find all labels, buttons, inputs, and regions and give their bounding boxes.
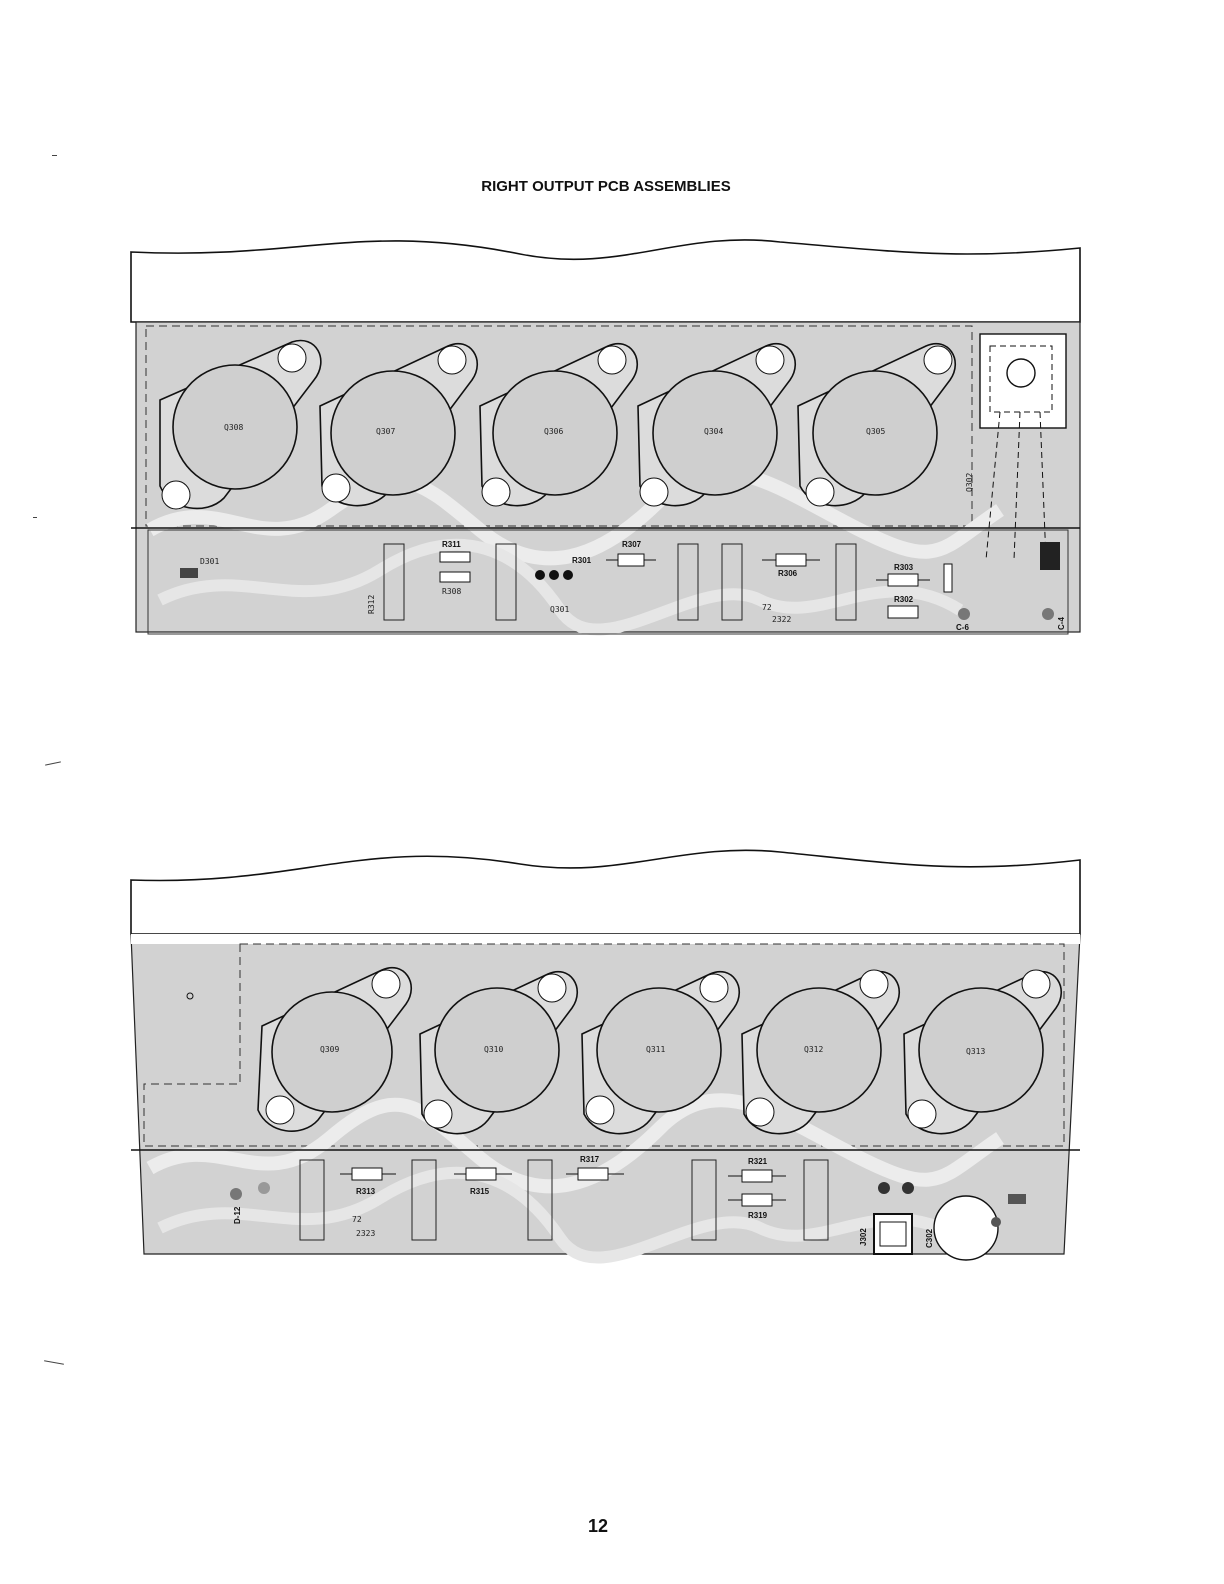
test-point bbox=[991, 1217, 1001, 1227]
transistor-label: Q307 bbox=[376, 427, 395, 436]
part-label: C-4 bbox=[1057, 617, 1066, 630]
part-label: C302 bbox=[925, 1228, 934, 1248]
transistor-label: Q310 bbox=[484, 1045, 503, 1054]
resistor bbox=[944, 564, 952, 592]
connector-j302 bbox=[874, 1214, 912, 1254]
heatsink bbox=[131, 850, 1080, 934]
transistor-label: Q309 bbox=[320, 1045, 339, 1054]
test-point bbox=[958, 608, 970, 620]
margin-mark bbox=[44, 1360, 64, 1364]
part-label: R315 bbox=[470, 1187, 490, 1196]
resistor bbox=[440, 572, 470, 582]
page-title: RIGHT OUTPUT PCB ASSEMBLIES bbox=[0, 178, 1212, 195]
resistor bbox=[776, 554, 806, 566]
transistor-label: Q305 bbox=[866, 427, 885, 436]
test-point bbox=[1042, 608, 1054, 620]
page-number: 12 bbox=[0, 1516, 1196, 1537]
part-label: 2323 bbox=[356, 1229, 375, 1238]
pcb-drawing-bottom: Q309 Q310 Q311 Q312 Q313 D-12 R313 bbox=[0, 838, 1224, 1318]
test-point bbox=[902, 1182, 914, 1194]
heatsink bbox=[131, 240, 1080, 322]
part-label: 72 bbox=[762, 603, 772, 612]
resistor bbox=[888, 574, 918, 586]
resistor bbox=[742, 1170, 772, 1182]
part-label: J302 bbox=[859, 1228, 868, 1246]
part-label: R302 bbox=[894, 595, 914, 604]
part-label: R306 bbox=[778, 569, 798, 578]
part-label: Q301 bbox=[550, 605, 569, 614]
pcb-board-top: Q308 Q307 Q306 Q304 Q305 Q302 bbox=[0, 230, 1224, 710]
resistor bbox=[578, 1168, 608, 1180]
test-point bbox=[878, 1182, 890, 1194]
part-label: R321 bbox=[748, 1157, 768, 1166]
pcb-drawing-top: Q308 Q307 Q306 Q304 Q305 Q302 bbox=[0, 230, 1224, 710]
transistor-label: Q313 bbox=[966, 1047, 985, 1056]
transistor-label: Q304 bbox=[704, 427, 723, 436]
part-label: D301 bbox=[200, 557, 219, 566]
transistor-lead bbox=[563, 570, 573, 580]
board-top-white bbox=[131, 934, 1080, 944]
resistor bbox=[618, 554, 644, 566]
margin-mark bbox=[45, 761, 61, 765]
diode-d301 bbox=[180, 568, 198, 578]
part-label: R303 bbox=[894, 563, 914, 572]
pcb-board-bottom: Q309 Q310 Q311 Q312 Q313 D-12 R313 bbox=[0, 838, 1224, 1318]
part-label: C-6 bbox=[956, 623, 969, 632]
part-marker bbox=[1008, 1194, 1026, 1204]
part-label: 2322 bbox=[772, 615, 791, 624]
part-label: R301 bbox=[572, 556, 592, 565]
test-point bbox=[258, 1182, 270, 1194]
transistor-lead bbox=[549, 570, 559, 580]
resistor bbox=[742, 1194, 772, 1206]
transistor-lead bbox=[535, 570, 545, 580]
part-label: R313 bbox=[356, 1187, 376, 1196]
part-label: R308 bbox=[442, 587, 461, 596]
test-point bbox=[230, 1188, 242, 1200]
resistor bbox=[466, 1168, 496, 1180]
part-label: R312 bbox=[367, 595, 376, 614]
part-label: R311 bbox=[442, 540, 461, 549]
resistor bbox=[440, 552, 470, 562]
part-label: D-12 bbox=[233, 1206, 242, 1224]
part-label: Q302 bbox=[965, 473, 974, 492]
transistor-label: Q312 bbox=[804, 1045, 823, 1054]
margin-mark bbox=[52, 155, 57, 156]
capacitor-c302 bbox=[934, 1196, 998, 1260]
transistor-label: Q308 bbox=[224, 423, 243, 432]
resistor bbox=[888, 606, 918, 618]
transistor-label: Q306 bbox=[544, 427, 563, 436]
part-label: R319 bbox=[748, 1211, 768, 1220]
transistor-label: Q311 bbox=[646, 1045, 665, 1054]
part-label: 72 bbox=[352, 1215, 362, 1224]
part-label: R307 bbox=[622, 540, 642, 549]
part-label: R317 bbox=[580, 1155, 600, 1164]
resistor bbox=[352, 1168, 382, 1180]
